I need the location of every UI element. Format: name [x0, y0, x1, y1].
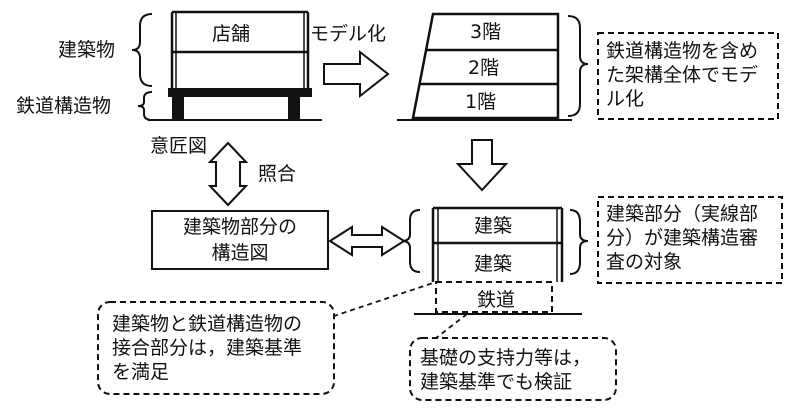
- building-label: 建築物: [58, 39, 116, 61]
- joint-note-text: 建築物と鉄道構造物の 接合部分は，建築基準 を満足: [112, 313, 303, 383]
- floor1-label: 1階: [465, 91, 497, 113]
- modelize-label: モデル化: [310, 23, 387, 45]
- railway-structure-drawing: [168, 88, 312, 119]
- railway-structure-label: 鉄道構造物: [16, 95, 112, 117]
- design-drawing-label: 意匠図: [150, 135, 208, 157]
- review-frame-drawing: [431, 206, 564, 282]
- floor3-label: 3階: [470, 21, 502, 43]
- arch-upper-label: 建築: [474, 215, 513, 237]
- review-note-box: [597, 196, 783, 284]
- collate-label: 照合: [258, 163, 297, 185]
- joint-callout-line: [315, 281, 437, 323]
- structural-drawing-text: 建築物部分の 構造図: [182, 216, 297, 264]
- brace-railway: [137, 91, 153, 121]
- building-frame-drawing: [170, 10, 310, 90]
- review-note-text: 建築部分（実線部 分）が建築構造審 査の対象: [606, 203, 759, 273]
- floor2-label: 2階: [468, 57, 500, 79]
- collate-arrow: [207, 141, 249, 207]
- foundation-callout-line: [435, 313, 468, 339]
- railway-dashed-box: [435, 281, 553, 313]
- modelize-arrow: [323, 49, 390, 99]
- frame-model-drawing: [411, 12, 560, 120]
- store-label: 店舗: [212, 23, 251, 45]
- foundation-note-text: 基礎の支持力等は， 建築基準でも検証: [420, 347, 592, 393]
- joint-note-box: [97, 301, 335, 395]
- railway-label: 鉄道: [477, 289, 516, 311]
- link-double-arrow: [328, 225, 406, 257]
- brace-building: [131, 13, 153, 87]
- structural-drawing-box: [151, 210, 329, 270]
- brace-arch-left: [401, 209, 421, 273]
- brace-frame-model: [567, 15, 589, 117]
- arch-lower-label: 建築: [474, 253, 513, 275]
- foundation-note-box: [409, 337, 617, 401]
- down-arrow: [455, 139, 509, 192]
- frame-model-note-text: 鉄道構造物を含め た架構全体でモデ ル化: [606, 40, 759, 110]
- frame-model-note-box: [597, 32, 779, 120]
- brace-arch-right: [569, 209, 589, 275]
